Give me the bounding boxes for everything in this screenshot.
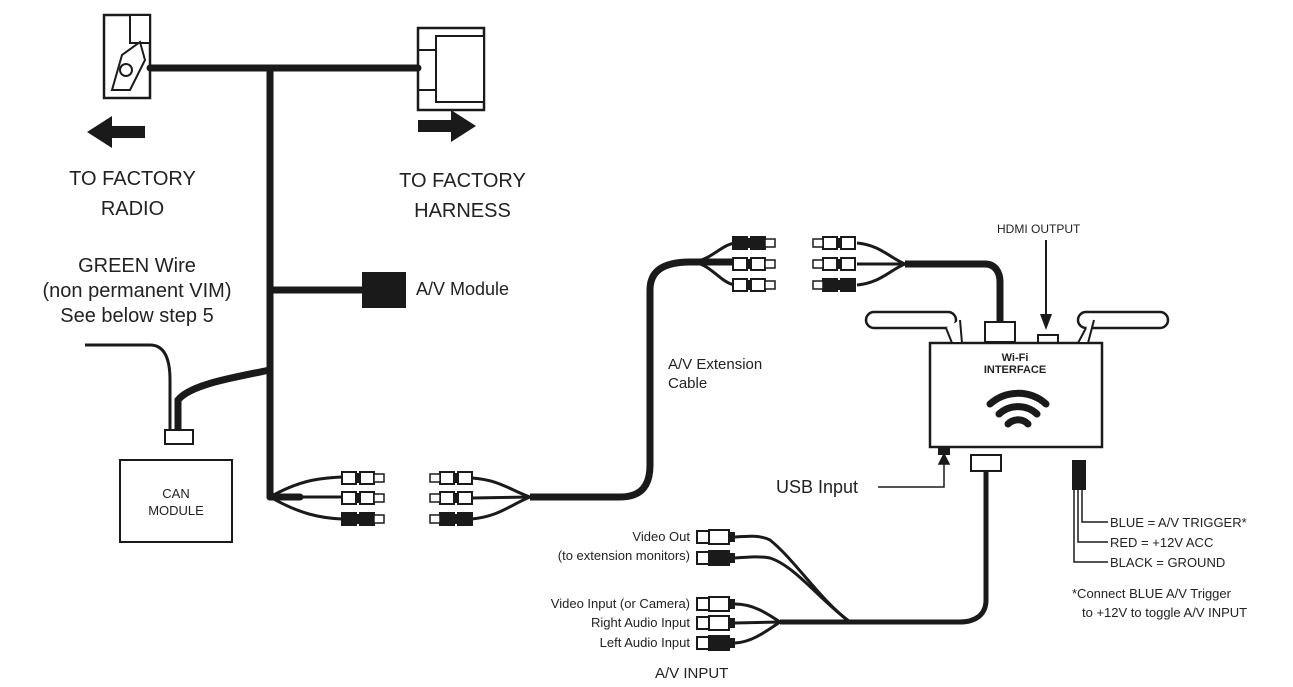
left-audio-label: Left Audio Input [599,635,690,650]
harness-rca-fan [269,475,343,521]
extension-rca-plugs [732,236,856,292]
av-input-jacks [696,529,736,651]
trigger-note: *Connect BLUE A/V Trigger to +12V to tog… [1072,586,1248,620]
av-module-box [362,272,406,308]
can-module-label: CAN MODULE [148,486,204,518]
extension-cable [471,241,736,521]
usb-pointer [878,452,951,488]
wifi-interface-label: Wi-Fi INTERFACE [983,352,1047,376]
red-wire-label: RED = +12V ACC [1110,535,1214,550]
wifi-interface-unit [864,310,1170,490]
arrow-right-icon [418,110,476,142]
interface-av-cable [856,241,1004,322]
av-input-label: A/V INPUT [655,665,729,682]
hdmi-pointer [1040,240,1052,330]
harness-rca-plugs [341,471,473,526]
to-factory-radio-label: TO FACTORY RADIO [69,168,196,220]
hdmi-output-label: HDMI OUTPUT [997,222,1081,236]
av-input-fan [734,534,851,645]
black-wire-label: BLACK = GROUND [1110,555,1226,570]
to-factory-harness-label: TO FACTORY HARNESS [399,170,526,222]
wifi-signal-icon [986,389,1050,428]
usb-input-label: USB Input [776,477,859,497]
av-input-cable [780,471,989,625]
power-wires [1073,490,1108,563]
av-extension-cable-label: A/V Extension Cable [668,356,763,392]
arrow-left-icon [87,116,145,148]
factory-radio-connector [102,13,152,100]
can-module-connector [164,429,194,445]
green-wire-label: GREEN Wire (non permanent VIM) See below… [42,255,232,327]
right-audio-label: Right Audio Input [590,615,690,630]
blue-wire-label: BLUE = A/V TRIGGER* [1110,515,1247,530]
can-module-box [119,459,233,543]
video-out-label: Video Out (to extension monitors) [557,529,690,563]
factory-harness-connector [416,26,486,112]
video-input-label: Video Input (or Camera) [550,596,690,611]
av-module-label: A/V Module [416,279,510,299]
green-wire [85,343,172,430]
